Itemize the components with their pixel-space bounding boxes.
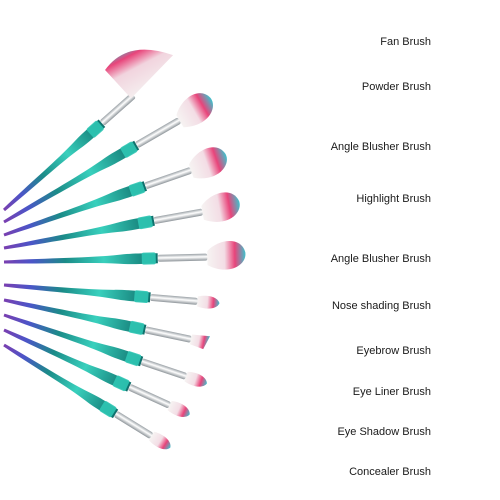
brush-3 [3,147,227,237]
brush-label-7: Eyebrow Brush [356,345,431,357]
brush-ferrule [145,326,192,343]
brush-handle [3,313,144,367]
brush-ferrule [157,253,208,262]
handle-band [134,290,149,304]
brush-ferrule [128,384,171,408]
brush-9 [3,328,190,417]
brush-label-6: Nose shading Brush [331,300,431,312]
brush-ferrule [150,294,198,305]
brush-bristles [167,400,190,417]
brush-handle [3,119,106,212]
brush-handle [3,343,119,419]
brush-bristles [201,192,240,222]
brush-ferrule [141,358,187,380]
brush-bristles [148,431,171,450]
handle-band [86,120,104,138]
brush-ferrule [135,118,181,148]
brush-4 [3,192,240,250]
brush-bristles [207,241,246,270]
brush-1 [3,49,174,212]
handle-band [128,181,145,197]
brush-label-5: Angle Blusher Brush [330,253,431,265]
brush-handle [3,215,155,250]
brush-8 [3,313,207,387]
brush-bristles [189,334,211,350]
brush-label-1: Fan Brush [380,36,431,48]
brush-6 [3,283,220,309]
handle-band [99,401,117,418]
brush-ferrule [153,208,203,224]
brush-handle [3,140,140,224]
handle-band [137,215,153,230]
brush-handle [3,283,151,303]
brush-ferrule [100,93,136,125]
brush-bristles [176,93,213,128]
handle-band [128,320,145,335]
handle-band [112,375,130,392]
brush-5 [3,241,246,270]
brush-handle [3,181,147,237]
brush-label-3: Angle Blusher Brush [330,141,431,153]
handle-band [125,351,142,367]
brush-bristles [105,49,174,99]
brush-bristles [188,147,227,179]
brush-10 [3,343,171,450]
handle-band [141,252,156,265]
brush-handle [3,298,147,335]
brush-bristles [197,295,220,309]
brush-handle [3,328,132,392]
brush-label-10: Concealer Brush [349,466,431,478]
brush-ferrule [144,167,192,189]
brush-bristles [184,371,207,387]
brush-label-8: Eye Liner Brush [352,386,431,398]
brush-7 [3,298,211,350]
brush-label-4: Highlight Brush [356,193,431,205]
brush-handle [3,253,158,265]
handle-band [120,141,138,158]
brush-label-9: Eye Shadow Brush [337,426,431,438]
brush-label-2: Powder Brush [361,81,431,93]
brush-2 [3,93,213,224]
brush-ferrule [114,411,153,439]
